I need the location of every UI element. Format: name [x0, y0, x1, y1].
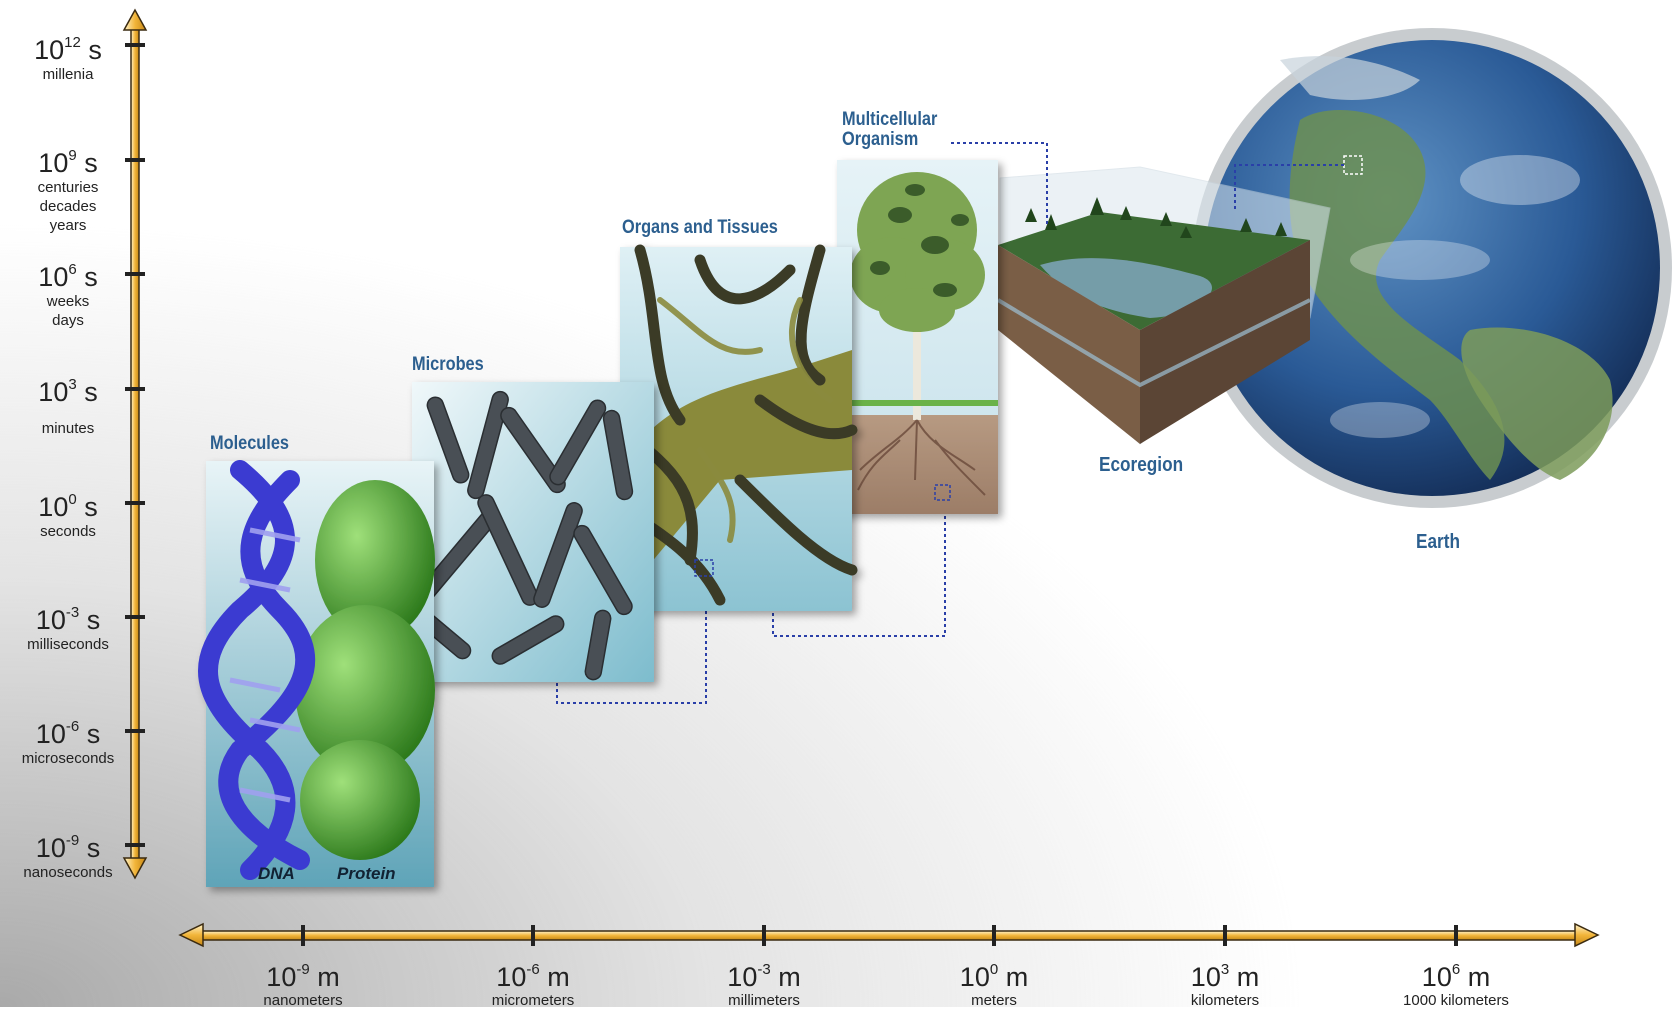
time-axis-down-arrowhead: [122, 857, 148, 880]
organism-panel: [837, 160, 998, 514]
time-tick-1e9: 109 s centuries decades years: [37, 147, 99, 234]
ecoregion-block: [996, 166, 1331, 445]
time-tick-1e3: 103 s minutes: [38, 376, 98, 437]
time-tick-1e12: 1012 s millenia: [34, 34, 102, 83]
molecules-panel: [198, 460, 435, 887]
molecules-title: Molecules: [210, 433, 290, 454]
length-tick-1e0: 100 m meters: [959, 961, 1029, 1009]
length-axis: [178, 922, 1600, 948]
time-tick-1e-3: 10-3 s milliseconds: [27, 604, 109, 653]
length-axis-shaft: [199, 930, 1586, 941]
length-tick-1e-6: 10-6 m micrometers: [491, 961, 575, 1009]
length-axis-left-arrowhead: [178, 922, 204, 948]
protein-label: Protein: [337, 864, 396, 883]
dna-label: DNA: [258, 864, 295, 883]
length-tick-1e-3: 10-3 m millimeters: [727, 961, 801, 1009]
length-tick-1e3: 103 m kilometers: [1190, 961, 1260, 1009]
time-axis: [122, 8, 148, 880]
protein-cluster: [295, 480, 435, 860]
time-tick-1e0: 100 s seconds: [38, 491, 98, 540]
microbes-panel: [404, 382, 654, 682]
earth-globe: [1192, 28, 1672, 508]
length-axis-right-arrowhead: [1574, 922, 1600, 948]
ecoregion-label: Ecoregion: [1099, 454, 1184, 476]
microbes-title: Microbes: [412, 354, 484, 375]
organism-title: Multicellular Organism: [842, 109, 938, 150]
length-tick-1e6: 106 m 1000 kilometers: [1403, 961, 1509, 1009]
length-tick-1e-9: 10-9 m nanometers: [263, 961, 343, 1009]
time-tick-1e-9: 10-9 s nanoseconds: [23, 832, 113, 881]
time-tick-1e6: 106 s weeks days: [38, 261, 98, 329]
earth-label: Earth: [1416, 531, 1460, 553]
time-tick-1e-6: 10-6 s microseconds: [21, 718, 115, 767]
length-axis-ticks: [301, 925, 1458, 946]
organs-title: Organs and Tissues: [622, 217, 778, 238]
organs-panel: [614, 244, 858, 611]
time-axis-up-arrowhead: [122, 8, 148, 31]
time-axis-ticks: [125, 43, 145, 847]
